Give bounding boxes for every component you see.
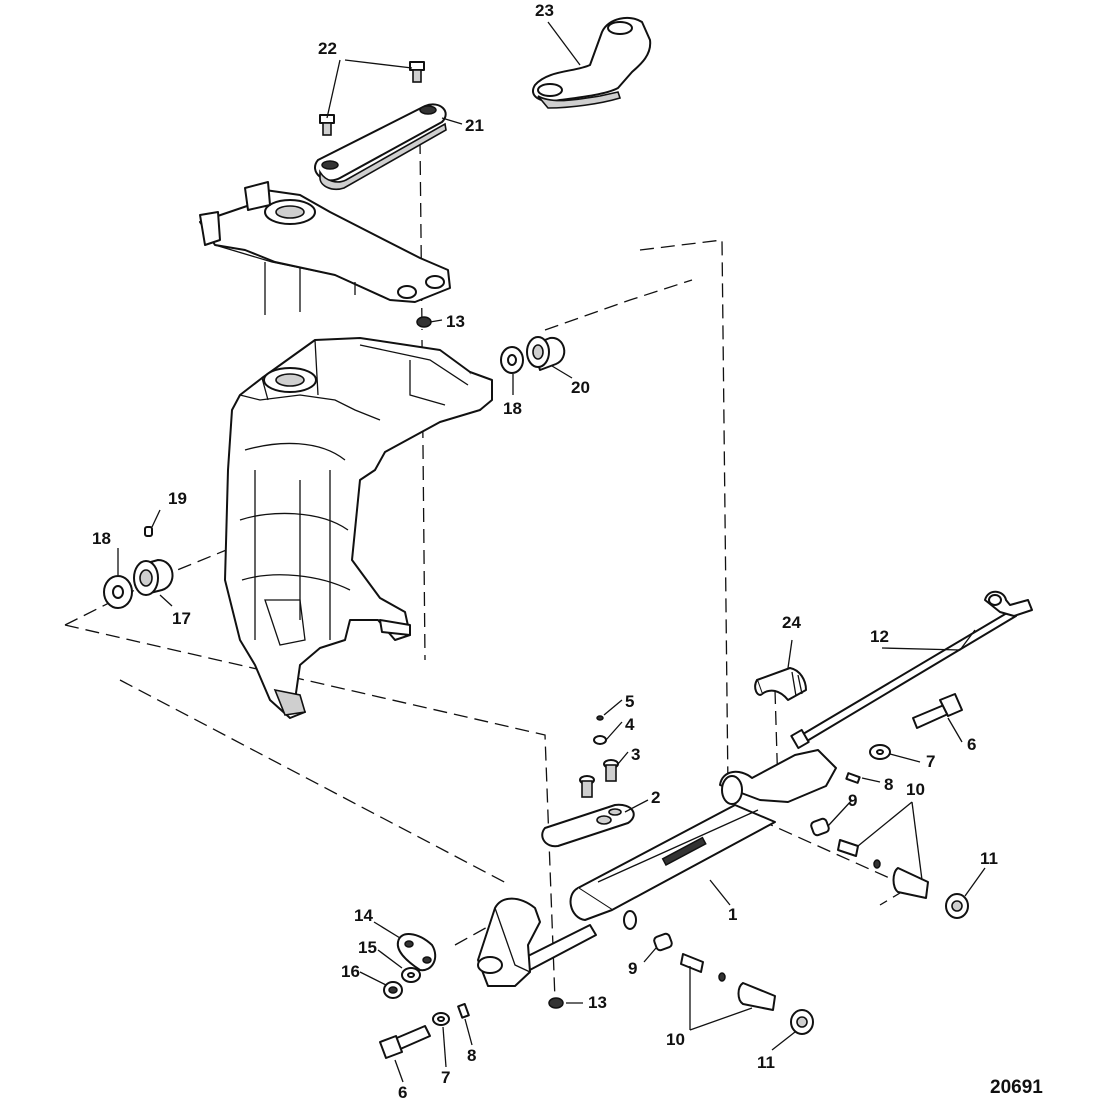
callout-20: 20 [571, 378, 590, 397]
callout-1: 1 [728, 905, 737, 924]
bolts-3 [579, 759, 619, 798]
callout-10-right: 10 [906, 780, 925, 799]
callout-8-lower: 8 [467, 1046, 476, 1065]
callout-12: 12 [870, 627, 889, 646]
callout-13-upper: 13 [446, 312, 465, 331]
plate-2 [541, 803, 635, 848]
nut-13-upper [416, 316, 432, 328]
washer-7-lower [432, 1012, 450, 1026]
plug-19 [144, 526, 153, 537]
callout-2: 2 [651, 788, 660, 807]
figure-number: 20691 [990, 1077, 1043, 1098]
callout-labels: 23 22 21 13 18 20 19 18 17 24 12 5 4 3 2… [92, 1, 1043, 1102]
swivel-bracket-main [224, 337, 493, 719]
tie-rod-12 [790, 590, 1033, 750]
swivel-bracket-upper [199, 181, 451, 315]
callout-9-right: 9 [848, 791, 857, 810]
callout-14: 14 [354, 906, 373, 925]
steering-arm-23 [532, 16, 652, 109]
callout-17: 17 [172, 609, 191, 628]
callout-9-lower: 9 [628, 959, 637, 978]
key-8-right [845, 772, 861, 784]
callout-18-left: 18 [92, 529, 111, 548]
callout-5: 5 [625, 692, 634, 711]
callout-6-right: 6 [967, 735, 976, 754]
callout-10-lower: 10 [666, 1030, 685, 1049]
washer-7-right [869, 744, 891, 760]
callout-4: 4 [625, 715, 635, 734]
callout-19: 19 [168, 489, 187, 508]
washer-4 [593, 735, 607, 745]
callout-6-lower: 6 [398, 1083, 407, 1100]
callout-18-upper: 18 [503, 399, 522, 418]
key-8-lower [457, 1002, 470, 1019]
callout-15: 15 [358, 938, 377, 957]
leader-lines [117, 21, 986, 1083]
screw-5 [596, 715, 604, 721]
nut-11-lower [790, 1009, 814, 1035]
callout-11-lower: 11 [757, 1053, 775, 1072]
cap-9-lower [653, 932, 673, 952]
callout-7-right: 7 [926, 752, 935, 771]
callout-3: 3 [631, 745, 640, 764]
tie-link-21 [314, 103, 447, 191]
callout-24: 24 [782, 613, 801, 632]
callout-7-lower: 7 [441, 1068, 450, 1087]
cap-9-right [810, 817, 830, 837]
bolt-6-lower [379, 1025, 431, 1059]
nut-16 [383, 981, 403, 999]
washer-18-top [500, 346, 524, 374]
callout-16: 16 [341, 962, 360, 981]
nut-11-right [945, 893, 969, 919]
link-14 [396, 933, 437, 972]
callout-21: 21 [465, 116, 484, 135]
bushing-17 [133, 559, 174, 596]
screws-22 [319, 61, 425, 136]
assembly-guide-lines [64, 139, 906, 1001]
bushing-20 [526, 336, 566, 371]
boot-24 [754, 667, 807, 701]
callout-8-right: 8 [884, 775, 893, 794]
fitting-10-right [837, 839, 929, 899]
washer-15 [401, 967, 421, 983]
fitting-10-lower [680, 953, 776, 1011]
nut-13-lower [548, 997, 564, 1009]
callout-13-lower: 13 [588, 993, 607, 1012]
callout-11-right: 11 [980, 849, 998, 868]
washer-18-left [103, 575, 133, 609]
bolt-6-right [912, 693, 963, 729]
steering-cylinder-1 [477, 749, 837, 987]
callout-23: 23 [535, 1, 554, 20]
callout-22: 22 [318, 39, 337, 58]
